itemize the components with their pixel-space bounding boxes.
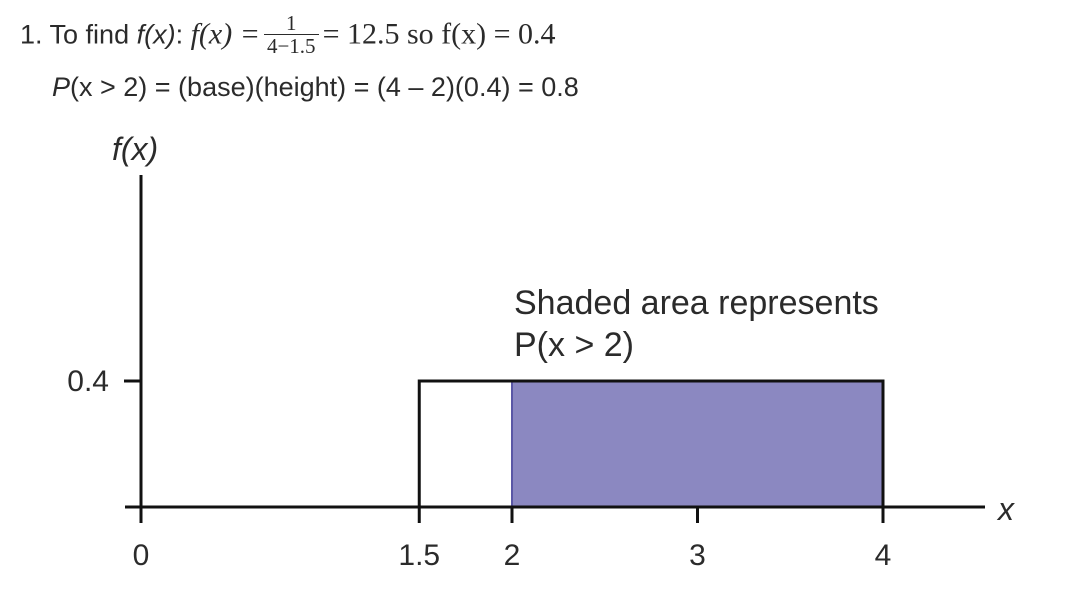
fraction-numerator: 1 xyxy=(263,12,319,35)
x-tick-label: 3 xyxy=(689,539,706,572)
formula-line-2: P(x > 2) = (base)(height) = (4 – 2)(0.4)… xyxy=(52,72,579,103)
y-tick-label: 0.4 xyxy=(67,365,109,398)
fraction-denominator: 4−1.5 xyxy=(266,34,316,58)
formula-prefix: 1. To find xyxy=(20,19,137,50)
probability-expression: (x > 2) = (base)(height) = (4 – 2)(0.4) … xyxy=(70,72,579,102)
annotation-line-1: Shaded area represents xyxy=(514,284,879,322)
annotation-line-2: P(x > 2) xyxy=(514,326,634,364)
x-tick-label: 1.5 xyxy=(398,539,440,572)
shaded-area xyxy=(512,381,883,507)
x-tick-label: 4 xyxy=(875,539,892,572)
formula-fx: f(x) xyxy=(136,19,176,50)
x-tick-label: 0 xyxy=(133,539,150,572)
x-axis-label: x xyxy=(996,491,1015,527)
probability-p: P xyxy=(52,72,71,102)
formula-rhs: = 12.5 so f(x) = 0.4 xyxy=(322,17,556,51)
density-outline xyxy=(417,379,885,507)
formula-lhs: f(x) = xyxy=(190,17,260,51)
y-axis-label: f(x) xyxy=(112,131,158,167)
formula-colon: : xyxy=(175,19,191,50)
x-tick-label: 2 xyxy=(504,539,521,572)
